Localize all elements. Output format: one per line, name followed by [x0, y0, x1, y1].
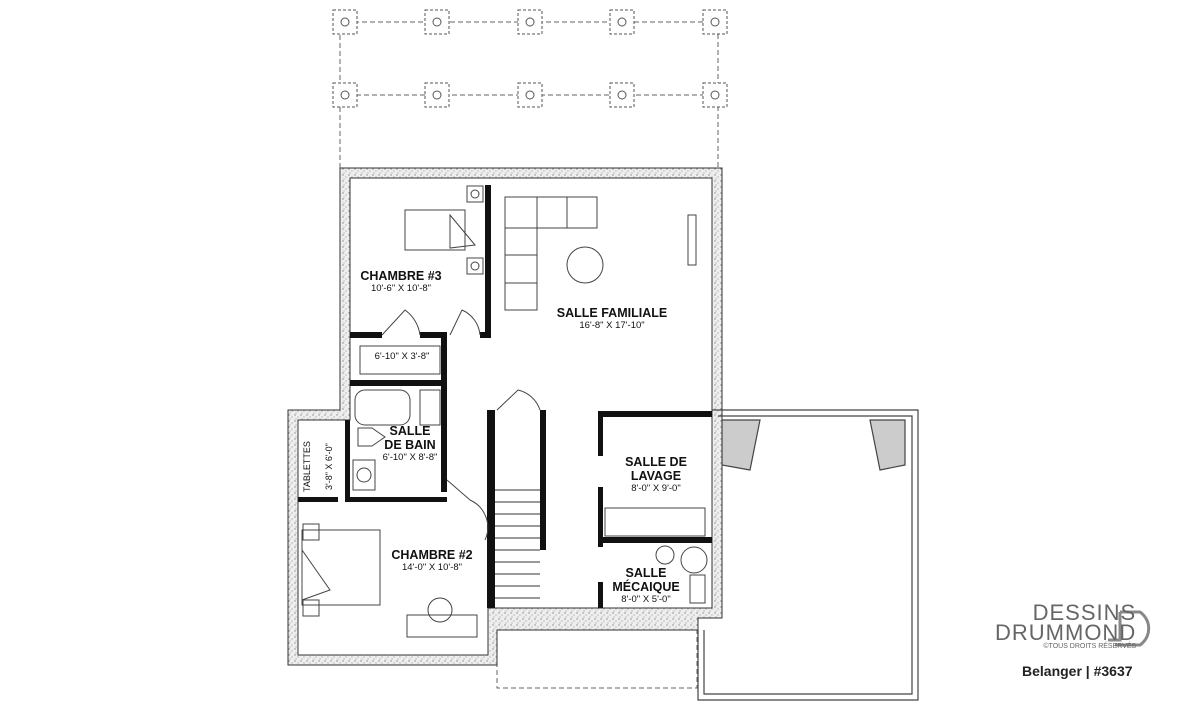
interior-walls — [298, 185, 712, 608]
room-label-closet: 6'-10" X 3'-8" — [374, 351, 430, 362]
porch-post-center — [432, 17, 442, 27]
porch-post — [424, 9, 450, 35]
brand: DESSINS DRUMMOND ©TOUS DROITS RÉSERVÉS — [995, 600, 1137, 651]
stairs — [495, 489, 540, 599]
room-dims: 6'-10" X 8'-8" — [382, 451, 438, 463]
room-name: SALLE DE BAIN — [384, 424, 436, 452]
porch-post-center — [525, 90, 535, 100]
room-name: SALLE MÉCAIQUE — [612, 566, 680, 594]
porch-post-center — [710, 90, 720, 100]
doors — [381, 309, 541, 541]
porch-posts — [332, 9, 728, 108]
exterior-wall — [287, 167, 723, 666]
brand-rights: ©TOUS DROITS RÉSERVÉS — [1043, 643, 1137, 650]
room-dims: 10'-6" X 10'-8" — [370, 282, 432, 294]
brand-logo-icon — [1108, 610, 1151, 647]
tablettes-dims: 3'-8" X 6'-0" — [324, 443, 334, 490]
room-dims: 6'-10" X 3'-8" — [374, 351, 430, 362]
porch-post-center — [432, 90, 442, 100]
porch-post-center — [617, 17, 627, 27]
porch-post-center — [617, 90, 627, 100]
porch-post-center — [710, 17, 720, 27]
brand-line2: DRUMMOND — [995, 620, 1137, 645]
porch-post-center — [340, 90, 350, 100]
model-name: Belanger | #3637 — [1022, 663, 1133, 679]
room-name: SALLE FAMILIALE — [556, 306, 668, 320]
room-dims: 14'-0" X 10'-8" — [401, 561, 463, 573]
tablettes-label: TABLETTES — [302, 441, 312, 492]
room-name: SALLE DE LAVAGE — [625, 455, 687, 483]
room-name: CHAMBRE #3 — [360, 269, 442, 283]
room-dims: 16'-8" X 17'-10" — [579, 319, 645, 331]
room-dims: 8'-0" X 5'-0" — [621, 593, 671, 605]
porch-post-center — [340, 17, 350, 27]
porch-post-center — [525, 17, 535, 27]
fixtures — [301, 185, 708, 638]
garage — [697, 409, 919, 701]
room-name: CHAMBRE #2 — [391, 548, 473, 562]
brand-line1: DESSINS — [1032, 600, 1137, 625]
room-dims: 8'-0" X 9'-0" — [631, 482, 681, 494]
